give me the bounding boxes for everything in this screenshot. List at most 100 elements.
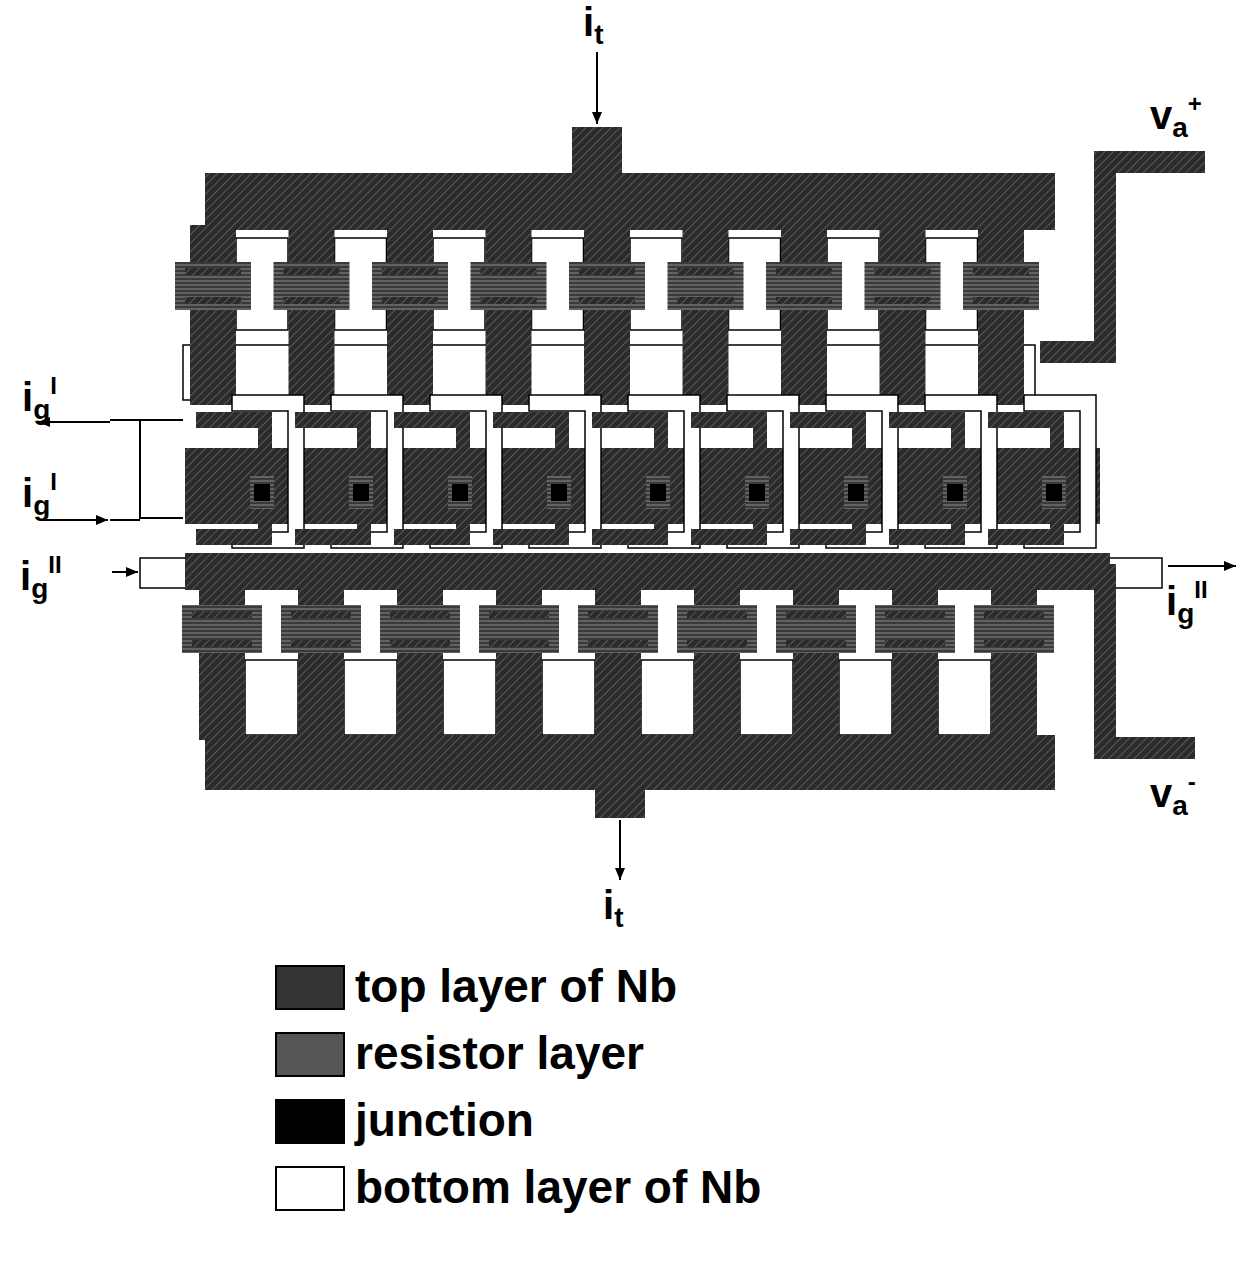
resistor-symbol <box>182 605 262 653</box>
resistor-symbol <box>963 262 1039 310</box>
arrow-head <box>96 515 108 525</box>
shunt-resistor <box>250 476 274 509</box>
legend-swatch <box>275 965 345 1010</box>
resistor-contact <box>687 640 747 647</box>
top-nb-finger <box>387 225 433 405</box>
top-nb-hook <box>592 508 668 545</box>
top-nb-hook <box>790 412 866 476</box>
resistor-symbol <box>471 262 547 310</box>
va-plus-lead <box>1040 162 1205 352</box>
top-nb-hook <box>790 508 866 545</box>
legend-text: junction <box>355 1097 534 1143</box>
top-nb-hook <box>493 508 569 545</box>
resistor-symbol <box>479 605 559 653</box>
shunt-resistor <box>745 476 769 509</box>
resistor-contact <box>588 611 648 618</box>
signal-label: igII <box>1166 578 1208 628</box>
resistor-symbol <box>776 605 856 653</box>
signal-label: igI <box>22 470 57 520</box>
resistor-contact <box>973 268 1029 275</box>
resistor-symbol <box>578 605 658 653</box>
junction-symbol <box>749 484 765 501</box>
arrow-head <box>615 868 625 880</box>
top-nb-finger <box>683 225 729 405</box>
junction-symbol <box>947 484 963 501</box>
legend-text: top layer of Nb <box>355 963 677 1009</box>
resistor-contact <box>489 640 549 647</box>
resistor-contact <box>687 611 747 618</box>
top-nb-hook <box>592 412 668 476</box>
resistor-contact <box>291 640 351 647</box>
resistor-symbol <box>865 262 941 310</box>
shunt-resistor <box>349 476 373 509</box>
gate-bracket <box>140 420 183 518</box>
resistor-contact <box>786 611 846 618</box>
resistor-contact <box>885 640 945 647</box>
resistor-symbol <box>274 262 350 310</box>
top-nb-bus <box>205 173 1055 230</box>
resistor-contact <box>776 297 832 304</box>
legend-text: bottom layer of Nb <box>355 1164 761 1210</box>
top-nb-hook <box>196 412 272 476</box>
bottom-nb-pad <box>443 660 496 735</box>
top-nb-finger <box>978 225 1024 405</box>
resistor-symbol <box>677 605 757 653</box>
gate-tab <box>140 558 188 588</box>
resistor-symbol <box>380 605 460 653</box>
bottom-nb-pad <box>938 660 991 735</box>
signal-label: va- <box>1150 770 1196 820</box>
shunt-resistor <box>943 476 967 509</box>
resistor-contact <box>481 268 537 275</box>
junction-symbol <box>650 484 666 501</box>
resistor-contact <box>291 611 351 618</box>
resistor-contact <box>390 611 450 618</box>
resistor-symbol <box>668 262 744 310</box>
junction-symbol <box>452 484 468 501</box>
resistor-contact <box>489 611 549 618</box>
resistor-contact <box>588 640 648 647</box>
resistor-contact <box>786 640 846 647</box>
top-nb-hook <box>988 412 1064 476</box>
junction-symbol <box>848 484 864 501</box>
junction-symbol <box>1046 484 1062 501</box>
bottom-nb-pad <box>542 660 595 735</box>
top-nb-hook <box>889 508 965 545</box>
junction-symbol <box>551 484 567 501</box>
top-nb-finger <box>781 225 827 405</box>
resistor-contact <box>390 640 450 647</box>
top-nb-band <box>185 553 1110 590</box>
bottom-nb-pad <box>641 660 694 735</box>
resistor-contact <box>984 640 1044 647</box>
top-nb-finger <box>880 225 926 405</box>
arrow-head <box>126 567 138 577</box>
resistor-symbol <box>281 605 361 653</box>
shunt-resistor <box>844 476 868 509</box>
resistor-contact <box>875 297 931 304</box>
signal-label: igII <box>20 553 62 603</box>
resistor-symbol <box>569 262 645 310</box>
top-nb-finger <box>289 225 335 405</box>
resistor-contact <box>284 268 340 275</box>
top-nb-hook <box>196 508 272 545</box>
top-nb-finger <box>190 225 236 405</box>
top-nb-finger <box>584 225 630 405</box>
legend-swatch <box>275 1166 345 1211</box>
resistor-contact <box>185 268 241 275</box>
top-nb-hook <box>295 508 371 545</box>
top-nb-tab <box>572 127 622 177</box>
signal-label: it <box>583 2 603 49</box>
resistor-contact <box>185 297 241 304</box>
top-nb-hook <box>394 508 470 545</box>
top-nb-finger <box>486 225 532 405</box>
legend-text: resistor layer <box>355 1030 644 1076</box>
top-nb-hook <box>394 412 470 476</box>
resistor-contact <box>973 297 1029 304</box>
signal-label: it <box>603 885 623 932</box>
shunt-resistor <box>448 476 472 509</box>
resistor-symbol <box>175 262 251 310</box>
signal-label: igI <box>22 374 57 424</box>
top-nb-hook <box>889 412 965 476</box>
top-nb-hook <box>691 508 767 545</box>
resistor-contact <box>192 640 252 647</box>
